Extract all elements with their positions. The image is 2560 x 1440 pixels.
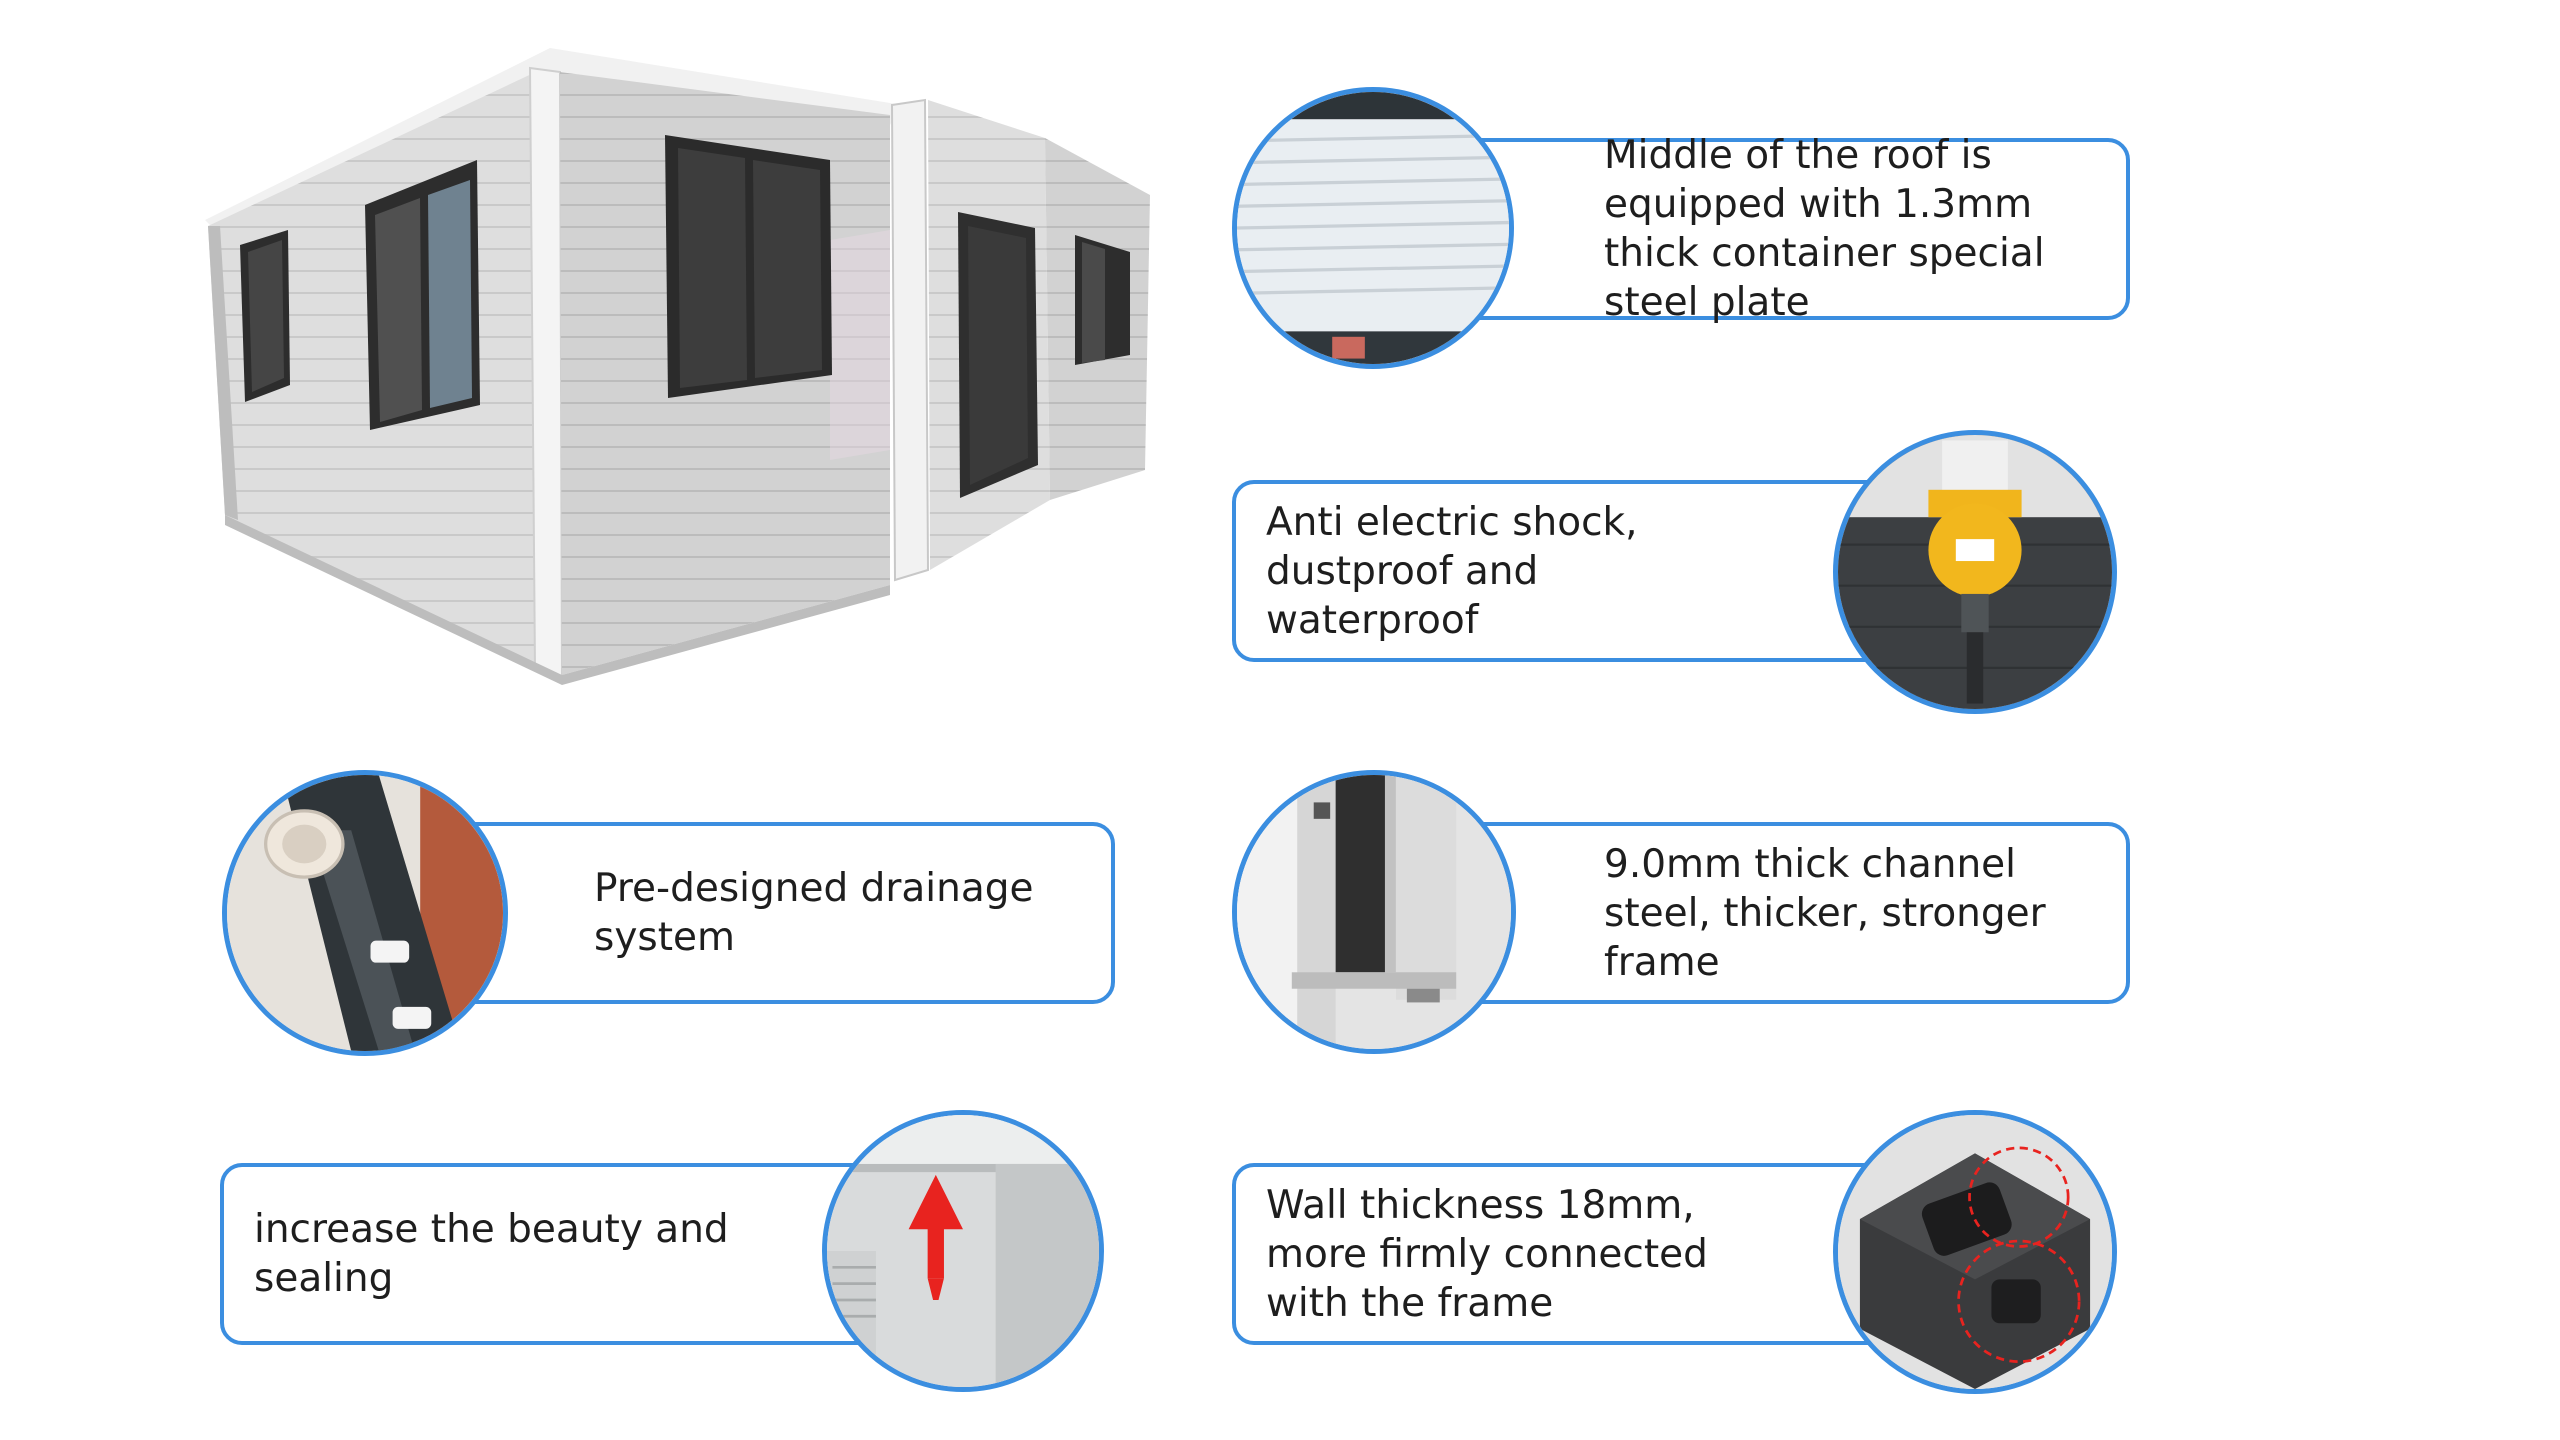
feature-channel-text: 9.0mm thick channel steel, thicker, stro… bbox=[1604, 841, 2046, 985]
electric-socket-icon bbox=[1833, 430, 2117, 714]
feature-roof-text: Middle of the roof is equipped with 1.3m… bbox=[1604, 133, 2045, 325]
feature-beauty-text: increase the beauty and sealing bbox=[254, 1207, 729, 1301]
corner-casting-icon bbox=[1833, 1110, 2117, 1394]
roof-steel-plate-icon bbox=[1232, 87, 1514, 369]
container-house-image bbox=[205, 48, 1150, 685]
channel-steel-frame-icon bbox=[1232, 770, 1516, 1054]
feature-drainage-text: Pre-designed drainage system bbox=[594, 866, 1034, 960]
wall-sealing-arrow-icon bbox=[822, 1110, 1104, 1392]
feature-shock-text: Anti electric shock, dustproof and water… bbox=[1266, 499, 1638, 643]
drainage-pipe-icon bbox=[222, 770, 508, 1056]
feature-wall-text: Wall thickness 18mm, more firmly connect… bbox=[1266, 1182, 1708, 1326]
